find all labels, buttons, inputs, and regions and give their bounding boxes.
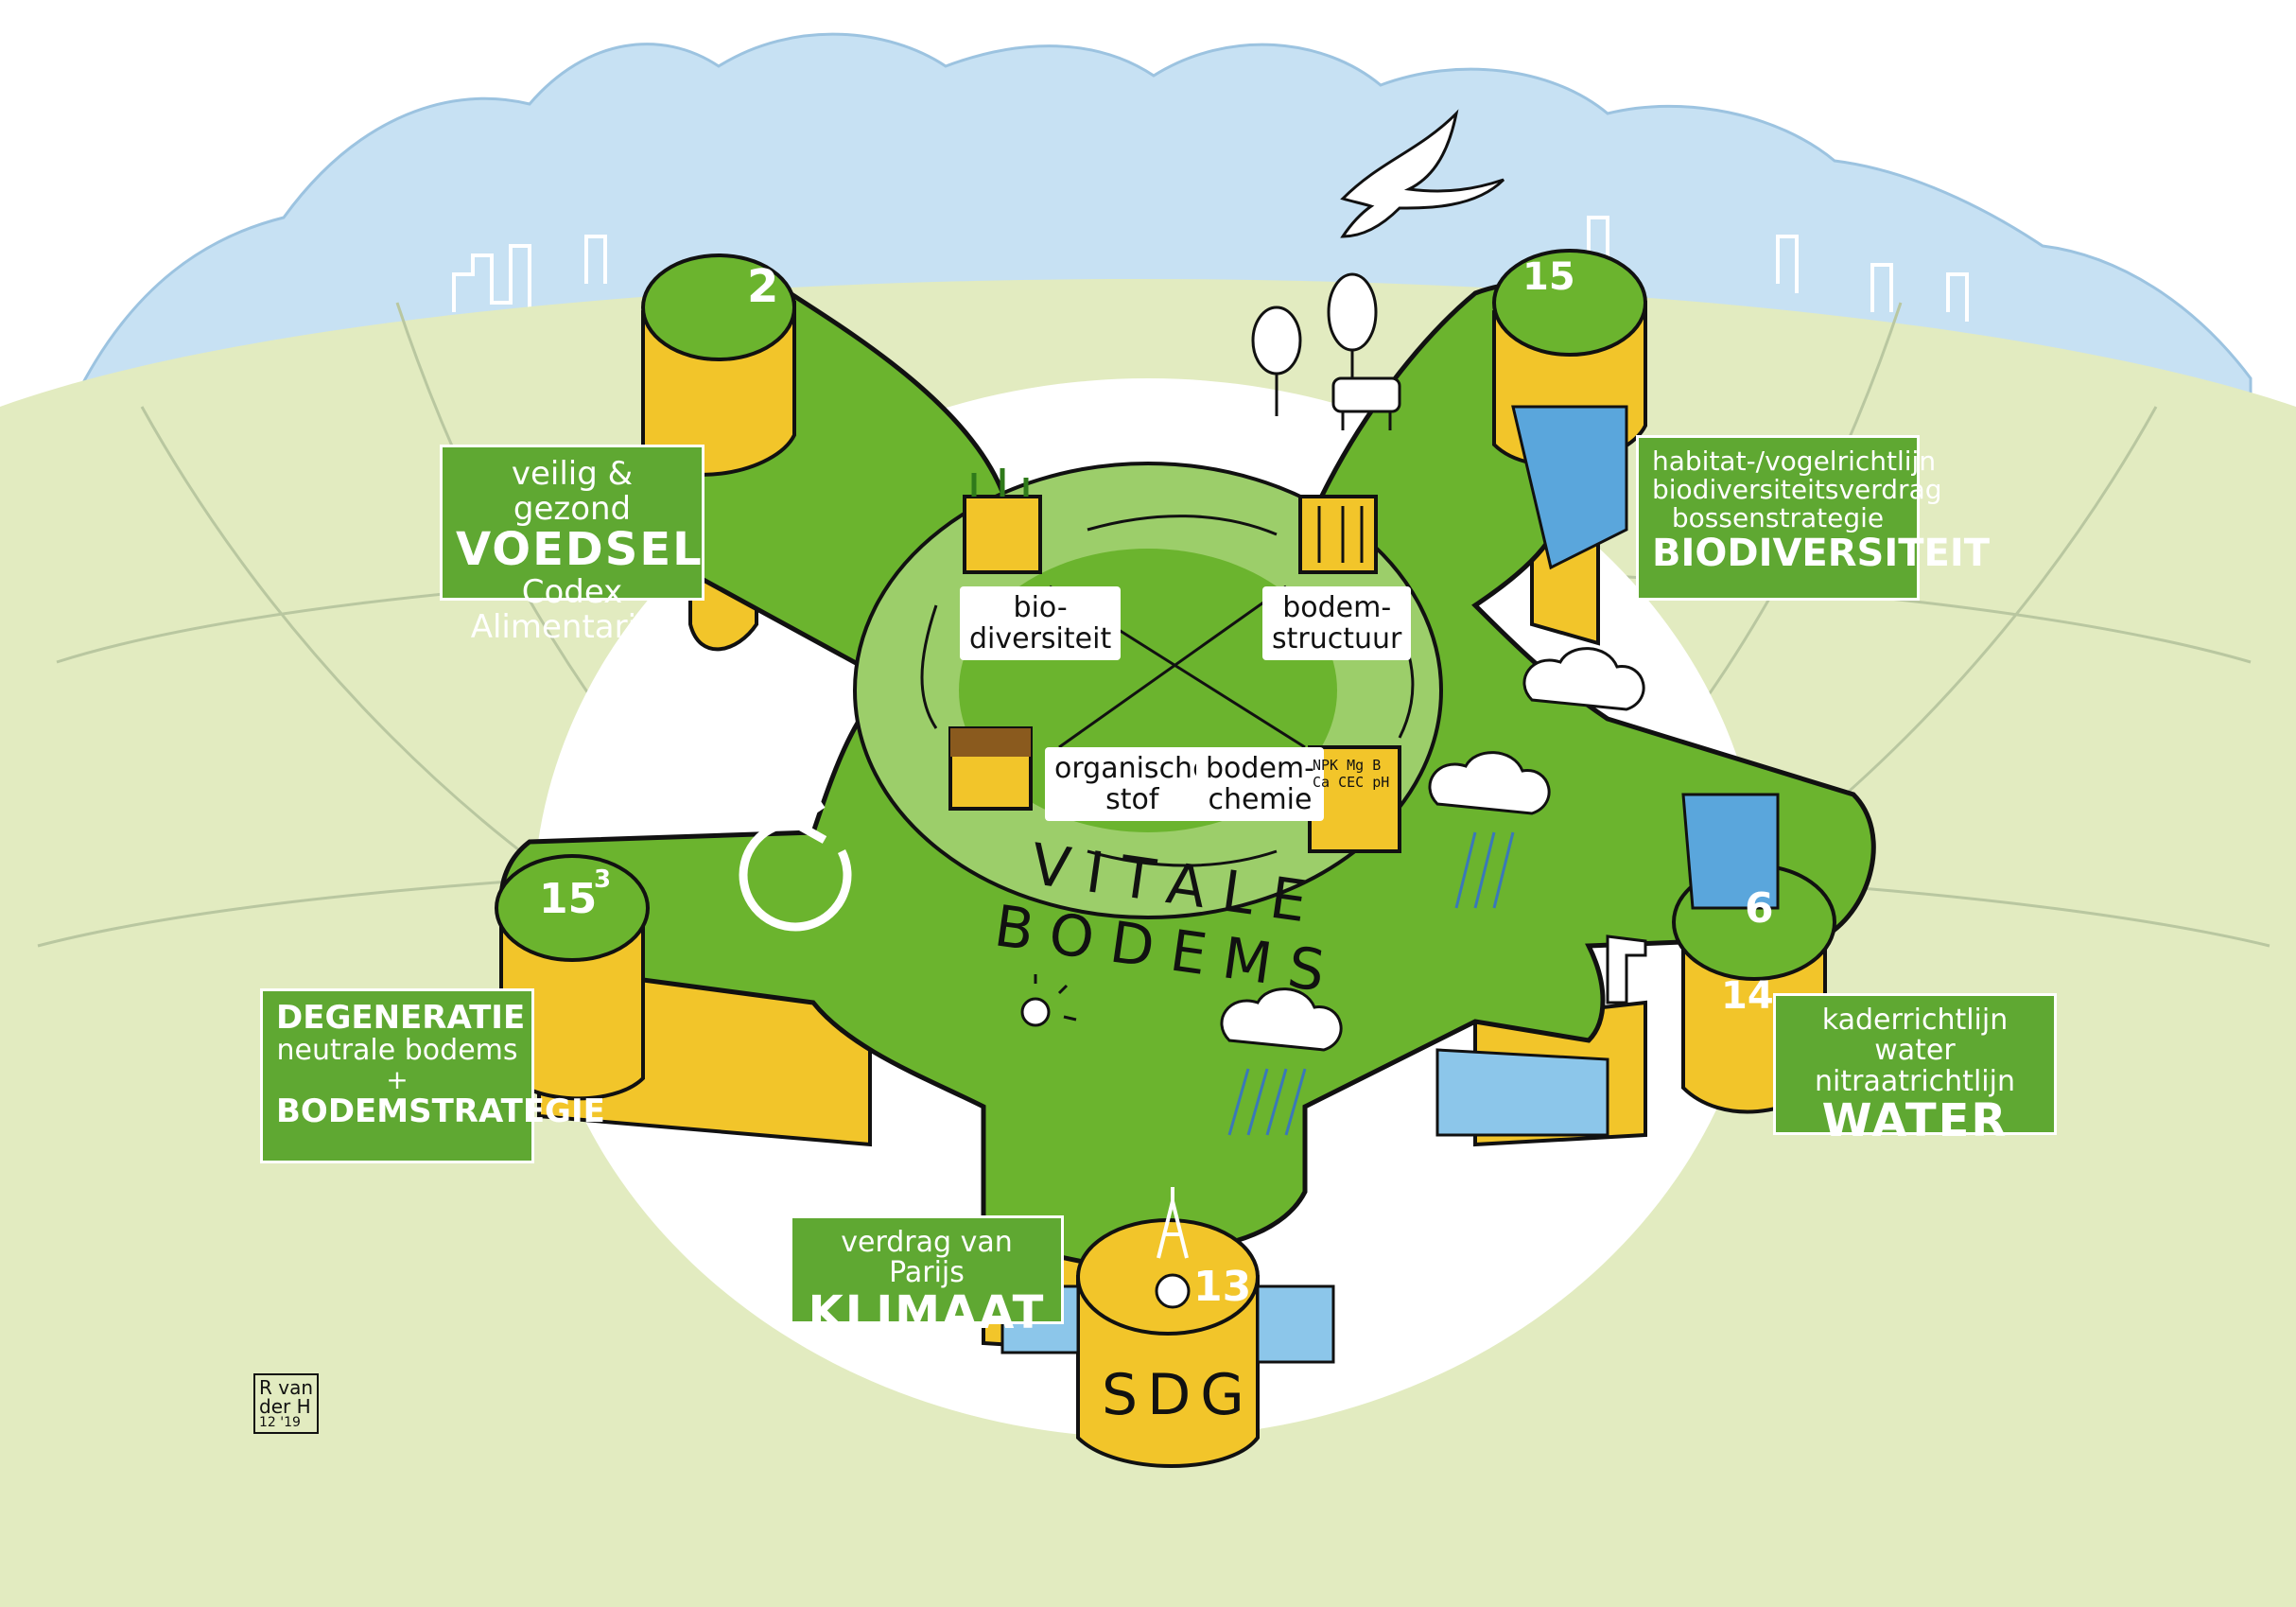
- label-biodiversiteit: habitat-/vogelrichtlijn biodiversiteitsv…: [1636, 435, 1991, 601]
- label-degeneratie: DEGENERATIE neutrale bodems + BODEMSTRAT…: [260, 988, 605, 1163]
- eiffel-tower-icon: [1157, 1187, 1189, 1259]
- sdg-cylinder-bottom: [1076, 1218, 1260, 1468]
- water-line2: nitraatrichtlijn: [1815, 1064, 2015, 1098]
- soil-block-organische-stof: [948, 726, 1033, 811]
- degeneratie-line2: neutrale bodems: [276, 1033, 518, 1067]
- cow-icon: [1331, 376, 1401, 430]
- voedsel-line2: VOEDSEL: [456, 523, 704, 577]
- klimaat-line1: verdrag van Parijs: [841, 1226, 1013, 1290]
- sdg-number-15-left: 15: [539, 875, 598, 923]
- node-label-bodemchemie: bodem- chemie: [1196, 747, 1324, 821]
- sdg-number-14: 14: [1721, 974, 1774, 1018]
- node-label-bodemstructuur: bodem- structuur: [1262, 586, 1412, 660]
- tap-icon: [1606, 935, 1647, 1004]
- node-label-organische-stof: organische stof: [1045, 747, 1220, 821]
- relation-arrows: [920, 515, 1415, 867]
- water-line1: kaderrichtlijn water: [1821, 1004, 2009, 1068]
- sun-icon: [1020, 974, 1077, 1027]
- soil-block-bodemchemie: [1308, 745, 1401, 853]
- sdg-cylinder-top-left: [641, 253, 796, 477]
- rain: [1227, 831, 1515, 1136]
- cloud-icon: [1428, 751, 1551, 815]
- chemistry-symbols: NPK Mg B Ca CEC pH: [1313, 757, 1390, 791]
- biodiversiteit-line3: bossenstrategie: [1671, 502, 1885, 534]
- water-panel: [1511, 405, 1628, 570]
- degeneratie-line3: +: [386, 1064, 409, 1096]
- biodiversiteit-line2: biodiversiteitsverdrag: [1652, 474, 1942, 506]
- cycle-arrow-icon: [739, 800, 852, 932]
- water-panel: [1435, 1048, 1609, 1137]
- cloud-icon: [1220, 987, 1343, 1052]
- signature-line1: R van: [259, 1376, 314, 1399]
- klimaat-line2: KLIMAAT: [808, 1285, 1046, 1339]
- label-klimaat: verdrag van Parijs KLIMAAT: [790, 1215, 1064, 1337]
- signature-line2: der H: [259, 1395, 311, 1418]
- voedsel-line1: veilig & gezond: [511, 455, 634, 528]
- degeneratie-line1: DEGENERATIE: [276, 999, 526, 1037]
- soil-block-biodiversiteit: [963, 468, 1042, 574]
- biodiversiteit-line4: BIODIVERSITEIT: [1652, 531, 1991, 575]
- voedsel-line3: Codex Alimentarius: [470, 573, 674, 646]
- degeneratie-line4: BODEMSTRATEGIE: [276, 1092, 605, 1131]
- sdg-number-15-left-sup: 3: [594, 865, 612, 894]
- cloud-icon: [1522, 647, 1645, 711]
- water-line3: WATER: [1821, 1094, 2009, 1148]
- sdg-number-6: 6: [1745, 884, 1774, 933]
- water-panel: [1681, 793, 1780, 910]
- label-voedsel: veilig & gezond VOEDSEL Codex Alimentari…: [440, 445, 704, 644]
- sdg-number-15-top: 15: [1522, 255, 1575, 299]
- sdg-cylinder-left: [495, 854, 650, 1101]
- node-label-biodiversiteit: bio- diversiteit: [960, 586, 1122, 660]
- biodiversiteit-line1: habitat-/vogelrichtlijn: [1652, 445, 1937, 477]
- sdg-cylinder-label: SDG: [1102, 1362, 1254, 1428]
- soil-block-bodemstructuur: [1298, 495, 1378, 574]
- signature-year: 12 '19: [259, 1415, 301, 1430]
- city-skyline: [452, 216, 1969, 322]
- bird-icon: [1340, 109, 1505, 238]
- water-panel: [1256, 1284, 1335, 1364]
- label-water: kaderrichtlijn water nitraatrichtlijn WA…: [1773, 993, 2057, 1145]
- sdg-number-2: 2: [747, 260, 779, 313]
- sdg-number-13: 13: [1193, 1263, 1252, 1311]
- globe-icon: [1155, 1273, 1191, 1309]
- artist-signature: R van der H 12 '19: [253, 1373, 320, 1434]
